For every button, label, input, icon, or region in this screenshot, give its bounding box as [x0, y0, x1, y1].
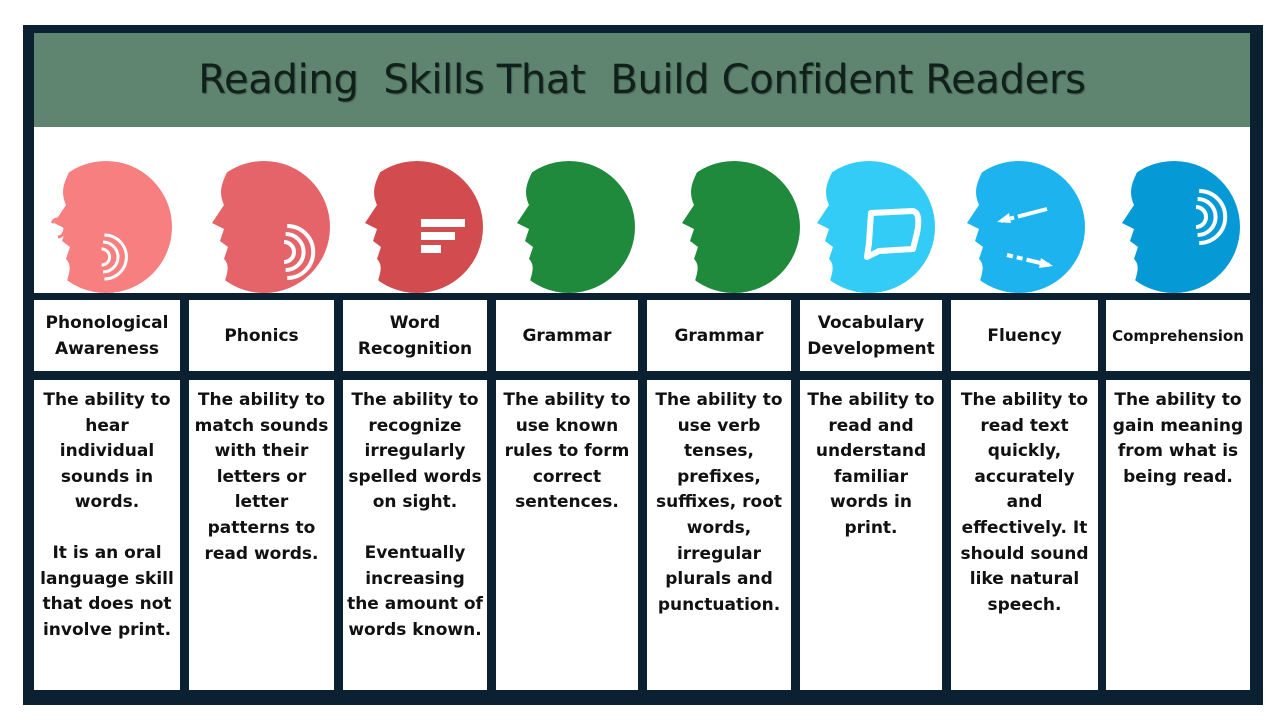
- column-description: The ability to recognize irregularly spe…: [343, 380, 487, 690]
- column-description: The ability to gain meaning from what is…: [1106, 380, 1250, 690]
- column-heading-label: Word Recognition: [357, 312, 473, 359]
- column-heading-label: Fluency: [987, 325, 1062, 346]
- column-description: The ability to hear individual sounds in…: [34, 380, 180, 690]
- description-text: The ability to use verb tenses, prefixes…: [655, 390, 783, 615]
- column-heading: Fluency: [951, 300, 1098, 371]
- description-text: The ability to hear individual sounds in…: [43, 390, 171, 513]
- ear-listening-icon: [38, 157, 172, 293]
- column-heading: Phonics: [189, 300, 334, 371]
- sound-waves-icon: [1106, 157, 1240, 293]
- sound-waves-icon: [196, 157, 330, 293]
- description-text: The ability to use known rules to form c…: [503, 390, 631, 513]
- column-description: The ability to use verb tenses, prefixes…: [647, 380, 791, 690]
- description-text: The ability to recognize irregularly spe…: [348, 390, 482, 513]
- column-heading-label: Phonological Awareness: [45, 312, 169, 359]
- text-lines-icon: [349, 157, 483, 293]
- column-heading: Vocabulary Development: [800, 300, 942, 371]
- icon-row: [38, 157, 1240, 293]
- description-text: It is an oral language skill that does n…: [40, 542, 174, 640]
- icon-strip: [34, 127, 1250, 293]
- description-text: The ability to read text quickly, accura…: [960, 390, 1089, 615]
- head-silhouette-icon: [501, 157, 635, 293]
- column-heading-label: Vocabulary Development: [807, 312, 935, 359]
- column-description: The ability to read and understand famil…: [800, 380, 942, 690]
- description-text: The ability to match sounds with their l…: [194, 390, 329, 564]
- title-bar: Reading Skills That Build Confident Read…: [34, 33, 1250, 127]
- description-text: The ability to read and understand famil…: [807, 390, 935, 538]
- page-title: Reading Skills That Build Confident Read…: [198, 57, 1086, 103]
- column-description: The ability to match sounds with their l…: [189, 380, 334, 690]
- description-text: Eventually increasing the amount of word…: [347, 542, 483, 640]
- column-heading-label: Phonics: [224, 325, 299, 346]
- column-heading: Grammar: [496, 300, 638, 371]
- speech-bubble-icon: [801, 157, 935, 293]
- column-heading: Phonological Awareness: [34, 300, 180, 371]
- column-heading: Word Recognition: [343, 300, 487, 371]
- head-silhouette-icon: [666, 157, 800, 293]
- column-heading-label: Grammar: [522, 325, 612, 346]
- column-heading-label: Comprehension: [1112, 326, 1244, 345]
- arrows-icon: [951, 157, 1085, 293]
- column-heading: Grammar: [647, 300, 791, 371]
- column-description: The ability to read text quickly, accura…: [951, 380, 1098, 690]
- column-heading: Comprehension: [1106, 300, 1250, 371]
- column-description: The ability to use known rules to form c…: [496, 380, 638, 690]
- description-text: The ability to gain meaning from what is…: [1112, 390, 1244, 487]
- column-heading-label: Grammar: [674, 325, 764, 346]
